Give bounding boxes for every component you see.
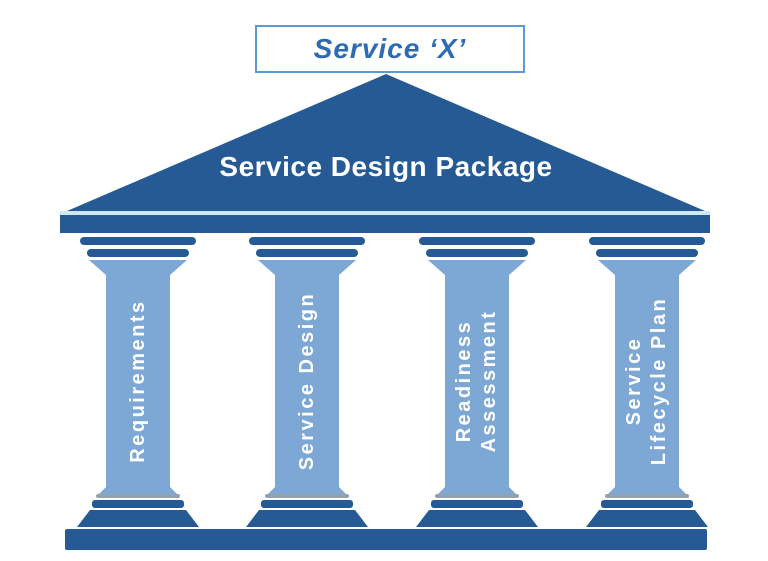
pillar-shaft: Service Lifecycle Plan [615, 275, 679, 487]
pillar-shaft: Readiness Assessment [445, 275, 509, 487]
base-flare [99, 487, 177, 494]
capital-top-bar [589, 237, 705, 245]
capital-mid-bar [426, 249, 528, 257]
pillar-requirements: Requirements [77, 237, 199, 527]
base-flare [608, 487, 686, 494]
service-x-label: Service ‘X’ [313, 33, 467, 64]
pediment-label: Service Design Package [219, 151, 553, 182]
capital-flare [89, 260, 187, 275]
base-collar [96, 494, 180, 498]
capital-mid-bar [596, 249, 698, 257]
pillar-label-line: Assessment [478, 309, 500, 453]
pillar-shaft: Requirements [106, 275, 170, 487]
base-foot [416, 510, 538, 527]
base-bar [431, 500, 523, 508]
capital-mid-bar [87, 249, 189, 257]
capital-flare [598, 260, 696, 275]
foundation-bar [65, 529, 707, 550]
pediment-roof [67, 74, 705, 211]
capital-top-bar [419, 237, 535, 245]
base-foot [77, 510, 199, 527]
pillar-label: Readiness Assessment [445, 275, 509, 487]
base-bar [261, 500, 353, 508]
base-bar [601, 500, 693, 508]
service-x-box: Service ‘X’ [255, 25, 525, 73]
base-collar [605, 494, 689, 498]
base-flare [268, 487, 346, 494]
pillar-label-line: Lifecycle Plan [648, 296, 670, 466]
pillar-label: Service Lifecycle Plan [615, 275, 679, 487]
architrave-beam [60, 215, 710, 233]
base-foot [586, 510, 708, 527]
pillar-readiness-assessment: Readiness Assessment [416, 237, 538, 527]
architrave-highlight [60, 211, 710, 215]
capital-top-bar [249, 237, 365, 245]
pillar-label-line: Service Design [295, 291, 318, 471]
base-flare [438, 487, 516, 494]
capital-flare [428, 260, 526, 275]
pillar-service-lifecycle-plan: Service Lifecycle Plan [586, 237, 708, 527]
base-bar [92, 500, 184, 508]
pillar-label-line: Readiness [453, 319, 475, 443]
pillar-label: Service Design [275, 275, 339, 487]
base-collar [265, 494, 349, 498]
capital-mid-bar [256, 249, 358, 257]
base-foot [246, 510, 368, 527]
pillar-shaft: Service Design [275, 275, 339, 487]
capital-top-bar [80, 237, 196, 245]
pillar-service-design: Service Design [246, 237, 368, 527]
pillar-label-line: Requirements [126, 299, 149, 463]
pillar-label-line: Service [623, 336, 645, 426]
base-collar [435, 494, 519, 498]
pillar-label: Requirements [106, 275, 170, 487]
capital-flare [258, 260, 356, 275]
